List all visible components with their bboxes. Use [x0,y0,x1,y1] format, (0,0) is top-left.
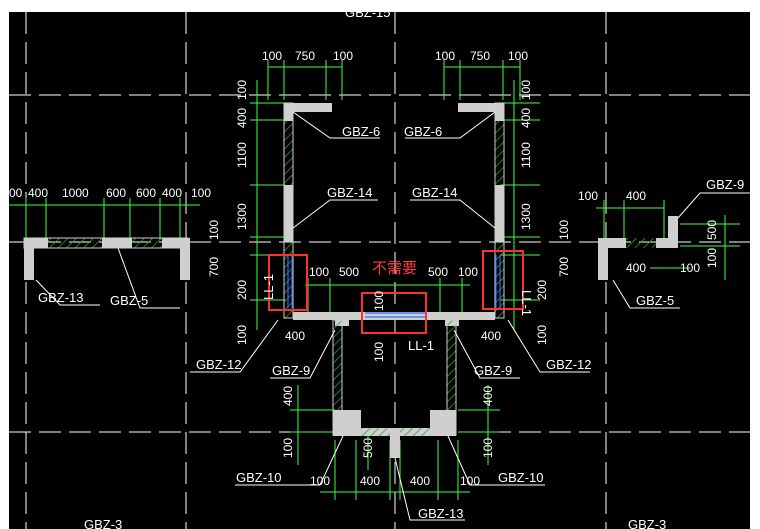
dim-top-right-1: 100 [435,49,455,63]
annotation-not-needed: 不需要 [372,260,417,277]
dim-mid-5: 100 [372,291,386,311]
dim-left-v6: 700 [207,257,221,277]
label-gbz3-left: GBZ-3 [84,517,122,529]
label-gbz12-right: GBZ-12 [546,357,592,372]
dim-right-v8: 100 [535,325,549,345]
dim-right-side-4: 100 [680,261,700,275]
dim-lower-6: 100 [310,474,330,488]
dim-mid-3: 500 [428,265,448,279]
dim-left-row-3: 1000 [62,186,89,200]
label-gbz9-top: GBZ-9 [706,177,744,192]
gbz15-label: GBZ-15 [345,5,391,20]
label-gbz14-left: GBZ-14 [327,185,373,200]
dim-left-v2: 400 [235,108,249,128]
dim-left-row-5: 600 [136,186,156,200]
dim-top-left-3: 100 [333,49,353,63]
dimension-lines [9,60,740,500]
label-ll1-right: LL-1 [519,290,534,316]
left-vertical-dims: 100 400 1100 1300 100 700 200 100 [207,80,249,345]
dim-right-v4: 1300 [519,203,533,230]
dim-lower-9: 100 [481,438,495,458]
dim-lower-8: 400 [481,386,495,406]
leader-lines [35,111,750,521]
dim-mid-7: 400 [481,329,501,343]
label-gbz14-right: GBZ-14 [412,185,458,200]
beams-ll1 [287,255,501,318]
label-gbz3-right: GBZ-3 [628,517,666,529]
label-ll1-left: LL-1 [261,274,276,300]
dim-top-left-1: 100 [262,49,282,63]
dim-mid-8: 100 [372,342,386,362]
dim-left-row-1: 00 [9,186,23,200]
drawing-background [9,12,750,529]
dim-right-side-2: 100 [705,248,719,268]
dim-left-v5: 100 [207,220,221,240]
dim-right-v2: 400 [519,108,533,128]
dim-right-v5: 100 [557,220,571,240]
dim-lower-5: 400 [410,474,430,488]
dim-lower-7: 100 [460,474,480,488]
highlight-boxes [268,250,524,334]
dim-lower-2: 100 [281,438,295,458]
highlight-box-left [268,254,308,311]
dim-mid-4: 100 [458,265,478,279]
dim-left-v4: 1300 [235,203,249,230]
label-gbz10-right: GBZ-10 [498,470,544,485]
wall-stub-bottom [390,428,400,458]
dim-right-v6: 700 [557,257,571,277]
dim-lower-3: 500 [361,438,375,458]
wall-top-right [458,103,504,112]
label-gbz13-bottom: GBZ-13 [418,506,464,521]
wall-top-left [284,103,332,112]
dim-left-v3: 1100 [235,142,249,168]
dim-top-left-2: 750 [295,49,315,63]
dim-right-side-3: 400 [626,261,646,275]
wall-middle-beam [293,312,495,320]
dim-mid-2: 500 [339,265,359,279]
dim-left-v8: 100 [235,325,249,345]
dim-right-row-2: 400 [626,189,646,203]
label-gbz9-right: GBZ-9 [474,363,512,378]
highlight-box-right [482,250,524,310]
dim-right-v1: 100 [519,80,533,100]
dim-left-row-2: 400 [28,186,48,200]
label-gbz10-left: GBZ-10 [236,470,282,485]
dim-right-v7: 200 [535,280,549,300]
right-vertical-dims: 100 400 1100 1300 100 700 200 100 [519,80,571,345]
label-gbz9-left: GBZ-9 [272,363,310,378]
dim-left-row-7: 100 [191,186,211,200]
dim-right-side-1: 500 [705,220,719,240]
label-gbz12-left: GBZ-12 [196,357,242,372]
dim-mid-6: 400 [285,329,305,343]
dim-left-v7: 200 [235,280,249,300]
label-gbz5-left: GBZ-5 [110,293,148,308]
highlight-box-center [361,292,427,334]
label-ll1-center: LL-1 [408,338,434,353]
dim-top-right-2: 750 [470,49,490,63]
wall-right-wing [598,238,626,248]
dim-left-v1: 100 [235,80,249,100]
dim-lower-4: 400 [360,474,380,488]
dim-mid-1: 100 [309,265,329,279]
label-gbz6-left: GBZ-6 [342,124,380,139]
label-gbz13-left: GBZ-13 [38,290,84,305]
dim-top-right-3: 100 [508,49,528,63]
dim-right-v3: 1100 [519,142,533,168]
dim-lower-1: 400 [281,386,295,406]
dim-right-row-1: 100 [578,189,598,203]
dim-left-row-4: 600 [106,186,126,200]
label-gbz5-right: GBZ-5 [636,293,674,308]
label-gbz6-right: GBZ-6 [404,124,442,139]
walls [23,102,678,458]
dim-left-row-6: 400 [162,186,182,200]
